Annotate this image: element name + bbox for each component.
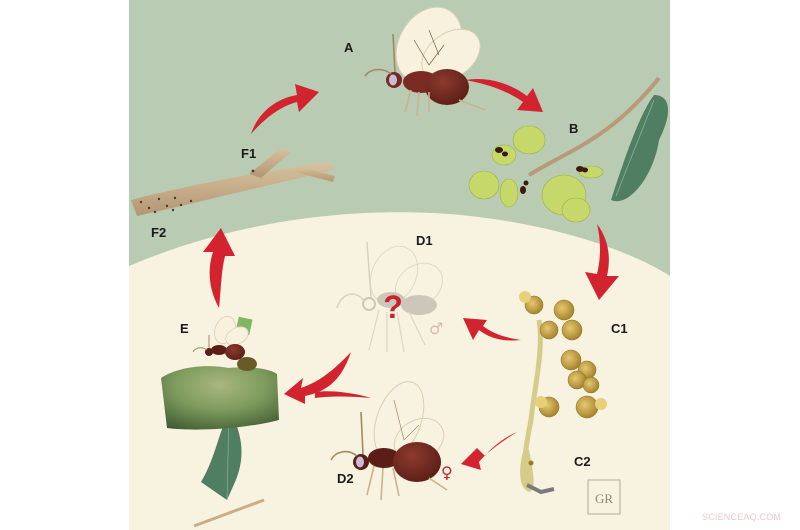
arrow-a-to-b <box>465 78 543 112</box>
cycle-arrows <box>203 78 619 470</box>
female-symbol: ♀ <box>441 463 453 482</box>
background-cream <box>129 212 670 530</box>
catkin-galls-c <box>519 291 607 495</box>
arrow-c2-to-d2 <box>461 432 517 470</box>
label-f2: F2 <box>151 225 166 240</box>
oak-branch-b <box>468 76 669 223</box>
label-d1: D1 <box>416 233 433 248</box>
label-d2: D2 <box>337 471 354 486</box>
label-e: E <box>180 321 189 336</box>
wasp-male-d1 <box>336 241 443 353</box>
arrow-c1-to-d1 <box>463 318 521 341</box>
arrow-d2-to-e-tail <box>315 391 371 398</box>
svg-text:GR: GR <box>595 491 613 506</box>
arrow-b-to-c1 <box>585 224 619 300</box>
watermark: SCIENCEAQ.COM <box>702 512 782 522</box>
label-c2: C2 <box>574 454 591 469</box>
male-symbol: ♂ <box>429 319 443 338</box>
question-mark: ? <box>383 289 403 325</box>
moss-gall-e <box>161 316 279 528</box>
arrow-f1-to-a <box>251 84 319 134</box>
label-f1: F1 <box>241 146 256 161</box>
label-c1: C1 <box>611 321 628 336</box>
life-cycle-diagram: A B <box>129 0 670 530</box>
label-b: B <box>569 121 578 136</box>
wasp-adult-a <box>364 6 486 117</box>
label-a: A <box>344 40 354 55</box>
wasp-female-d2 <box>330 381 448 501</box>
artist-signature: GR <box>587 479 621 515</box>
twig-illustration <box>131 148 335 216</box>
arrow-e-to-f2 <box>203 228 235 308</box>
arrow-d-to-e <box>284 352 351 404</box>
